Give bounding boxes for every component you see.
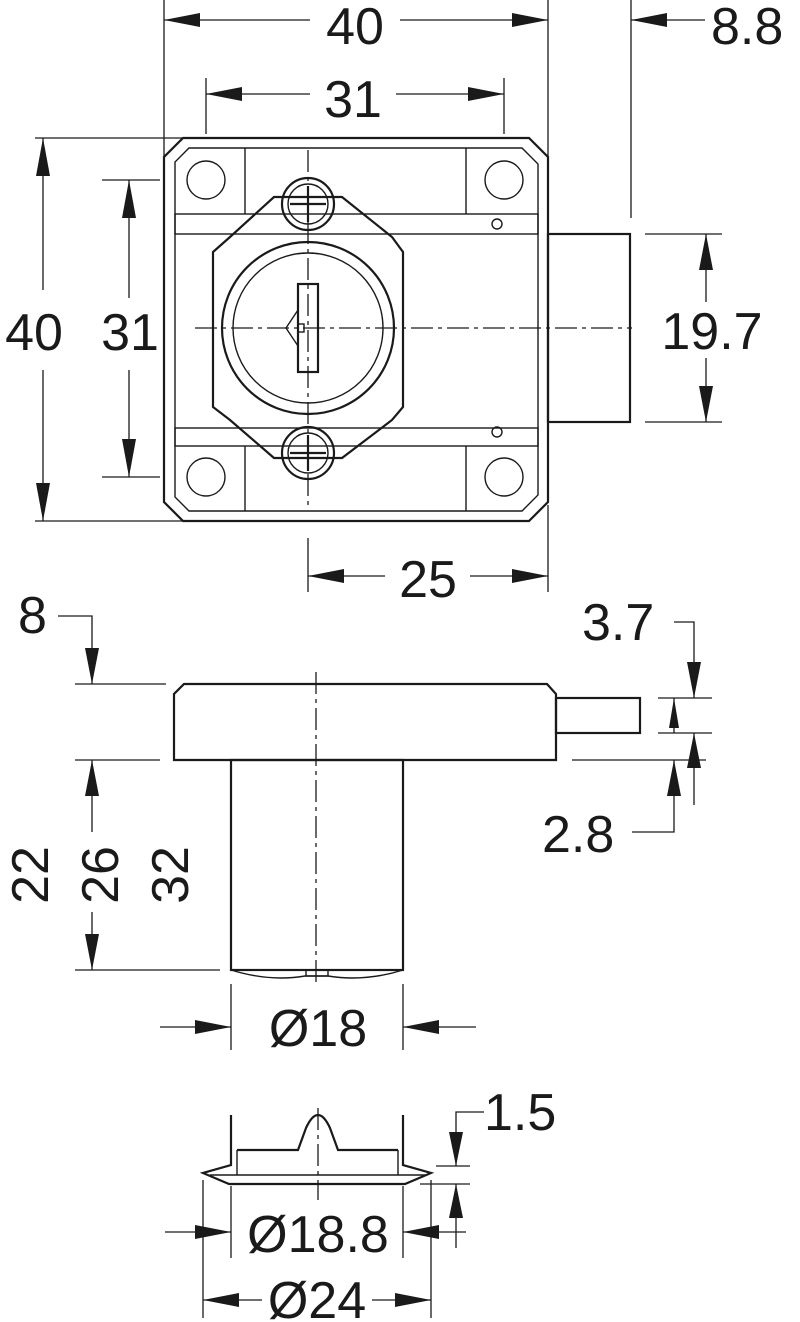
- dim-height-b: 26: [72, 846, 130, 904]
- dim-left-hole-span: 31: [101, 304, 159, 362]
- dim-bottom-offset: 25: [399, 551, 457, 609]
- front-view: [162, 136, 632, 523]
- dim-side-top: 8: [18, 587, 47, 645]
- dim-top-bolt-offset: 8.8: [711, 0, 783, 56]
- mounting-hole: [484, 160, 524, 200]
- dim-rose-inner-dia: Ø18.8: [247, 1206, 389, 1264]
- dim-rose-height: 1.5: [484, 1084, 556, 1142]
- front-dimensions: 40 8.8 31 40 31 19.7: [5, 0, 783, 609]
- dim-height-c: 32: [142, 846, 200, 904]
- rose-view: [199, 1108, 435, 1200]
- dim-top-hole-span: 31: [324, 71, 382, 129]
- rose-profile: [199, 1115, 435, 1186]
- dim-bolt-drop: 2.8: [542, 806, 614, 864]
- pin-dot: [491, 426, 503, 438]
- upper-flange: [174, 213, 539, 235]
- mounting-hole: [186, 457, 226, 497]
- dim-top-width: 40: [326, 0, 384, 56]
- housing-outline: [162, 136, 550, 523]
- side-dimensions: 8 22 26 32 3.7 2.8 Ø18: [2, 587, 712, 1058]
- dim-height-a: 22: [2, 846, 60, 904]
- dim-cylinder-dia: Ø18: [269, 1000, 367, 1058]
- cylinder-cap: [230, 969, 404, 979]
- pin-dot: [491, 218, 503, 230]
- rose-dimensions: 1.5 Ø18.8 Ø24: [165, 1084, 556, 1322]
- dim-bolt-thickness: 3.7: [582, 594, 654, 652]
- side-view: [172, 672, 642, 982]
- cylinder-cap-tab: [305, 969, 329, 977]
- mounting-hole: [484, 457, 524, 497]
- housing-inner-outline: [174, 147, 539, 512]
- side-housing: [172, 682, 558, 762]
- dim-left-height: 40: [5, 304, 63, 362]
- dim-rose-outer-dia: Ø24: [268, 1272, 366, 1322]
- lower-flange: [174, 427, 539, 447]
- mounting-hole: [186, 160, 226, 200]
- cylinder-plate: [211, 195, 405, 460]
- side-bolt: [554, 696, 642, 735]
- side-cylinder: [229, 758, 405, 972]
- dim-bolt-width: 19.7: [661, 303, 762, 361]
